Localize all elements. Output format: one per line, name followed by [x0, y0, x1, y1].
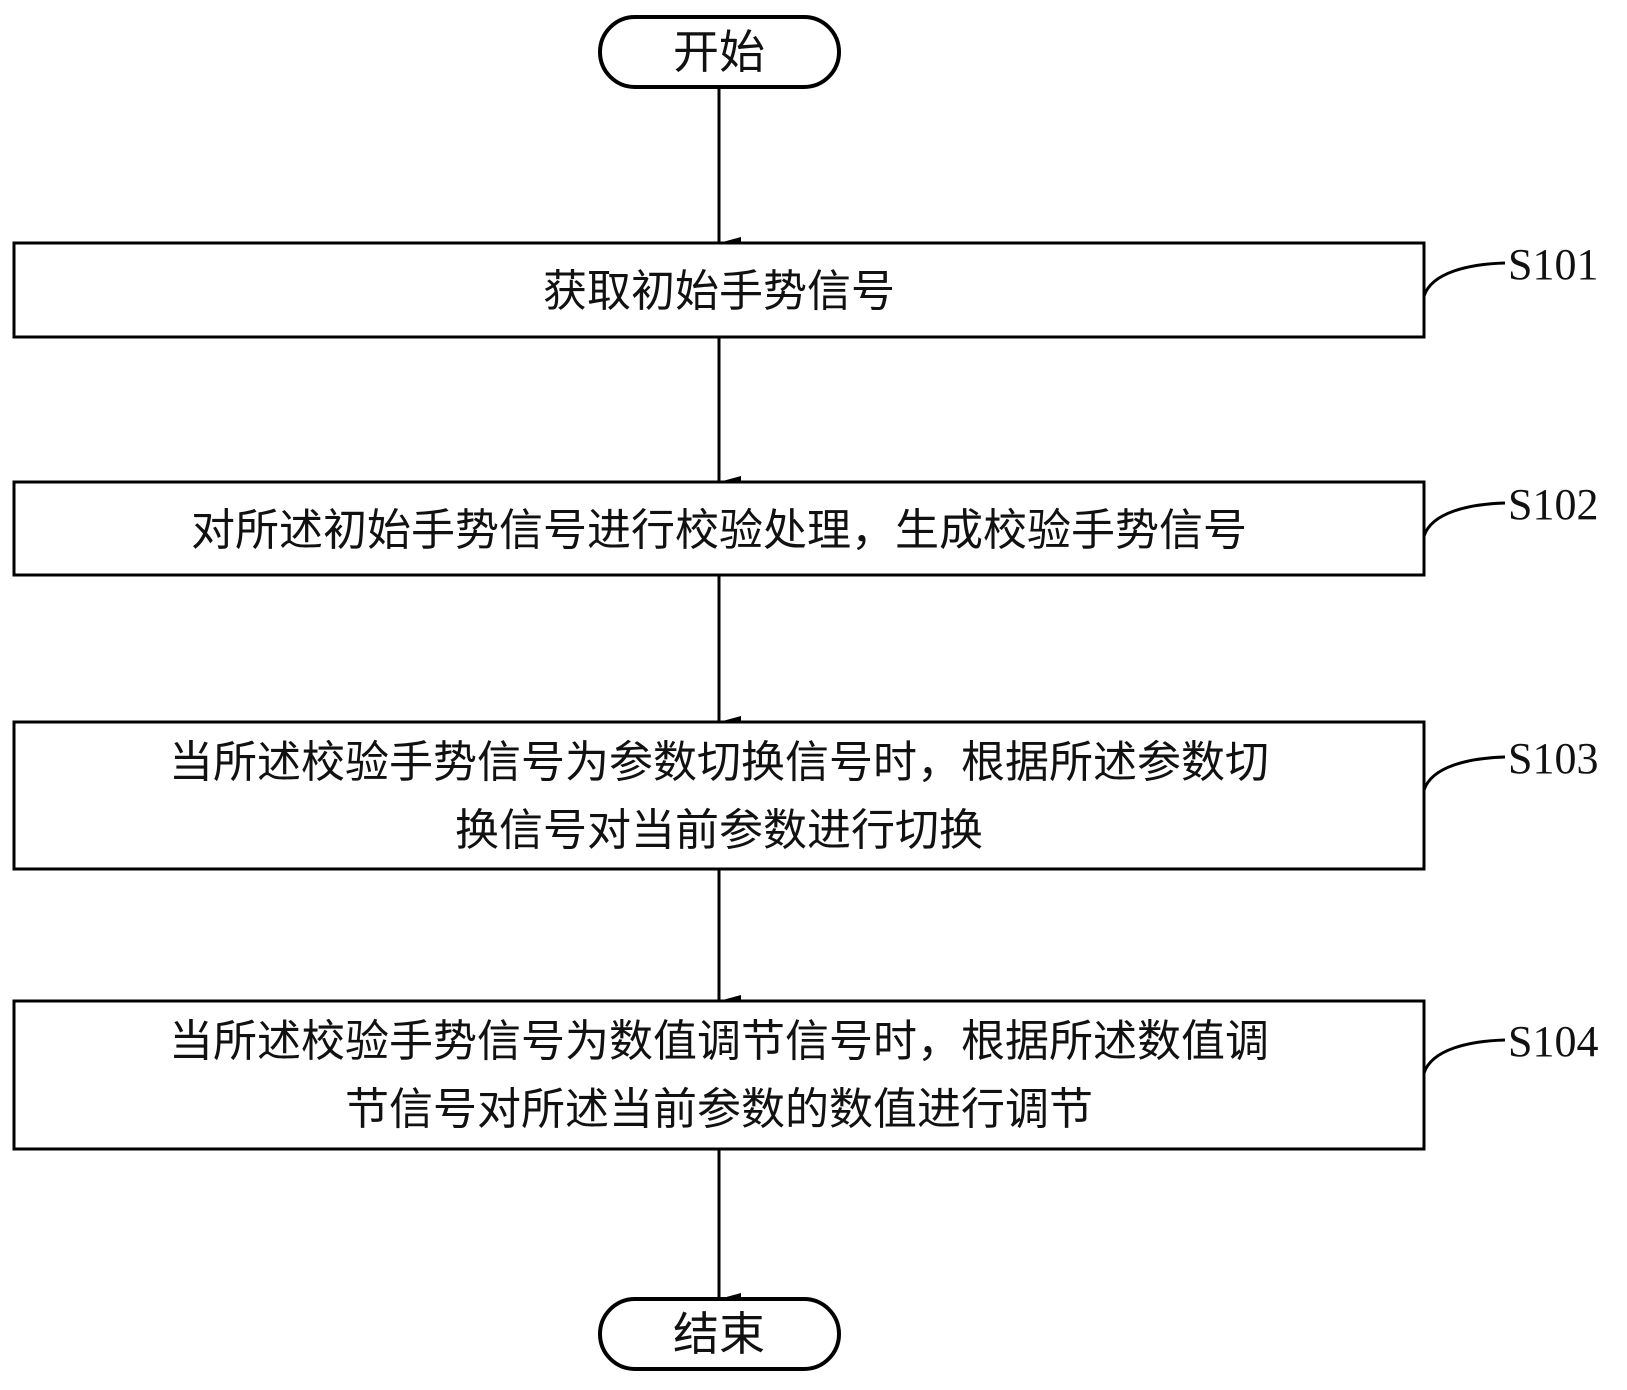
step-s103-text-line-1: 当所述校验手势信号为参数切换信号时，根据所述参数切: [169, 737, 1269, 788]
start-node-label: 开始: [673, 25, 765, 79]
step-s101: 获取初始手势信号 S101: [12, 240, 1598, 339]
step-s103: 当所述校验手势信号为参数切换信号时，根据所述参数切 换信号对当前参数进行切换 S…: [12, 720, 1598, 871]
step-s104: 当所述校验手势信号为数值调节信号时，根据所述数值调 节信号对所述当前参数的数值进…: [12, 999, 1598, 1151]
step-s101-label: S101: [1508, 240, 1598, 289]
step-s104-text-line-1: 当所述校验手势信号为数值调节信号时，根据所述数值调: [169, 1016, 1269, 1067]
step-s104-label: S104: [1508, 1017, 1598, 1066]
step-s103-label: S103: [1508, 734, 1598, 783]
end-node-label: 结束: [673, 1307, 765, 1361]
step-s102: 对所述初始手势信号进行校验处理，生成校验手势信号 S102: [12, 480, 1598, 577]
step-s102-leader-line: [1422, 501, 1506, 537]
step-s102-box: [12, 480, 1426, 577]
step-s101-text-line-1: 获取初始手势信号: [543, 266, 895, 317]
step-s103-text-line-2: 换信号对当前参数进行切换: [455, 805, 983, 856]
step-s104-text-line-2: 节信号对所述当前参数的数值进行调节: [345, 1084, 1093, 1135]
end-node-shape: [598, 1297, 841, 1371]
step-s102-text-line-1: 对所述初始手势信号进行校验处理，生成校验手势信号: [191, 505, 1247, 556]
step-s103-leader-line: [1422, 755, 1506, 791]
step-s102-label: S102: [1508, 480, 1598, 529]
step-s104-leader-line: [1422, 1038, 1506, 1074]
step-s101-box: [12, 241, 1426, 339]
step-s104-box: [12, 999, 1426, 1151]
end-node: 结束: [598, 1297, 841, 1371]
step-s101-leader-line: [1422, 261, 1506, 297]
start-node: 开始: [598, 15, 841, 89]
step-s103-box: [12, 720, 1426, 871]
